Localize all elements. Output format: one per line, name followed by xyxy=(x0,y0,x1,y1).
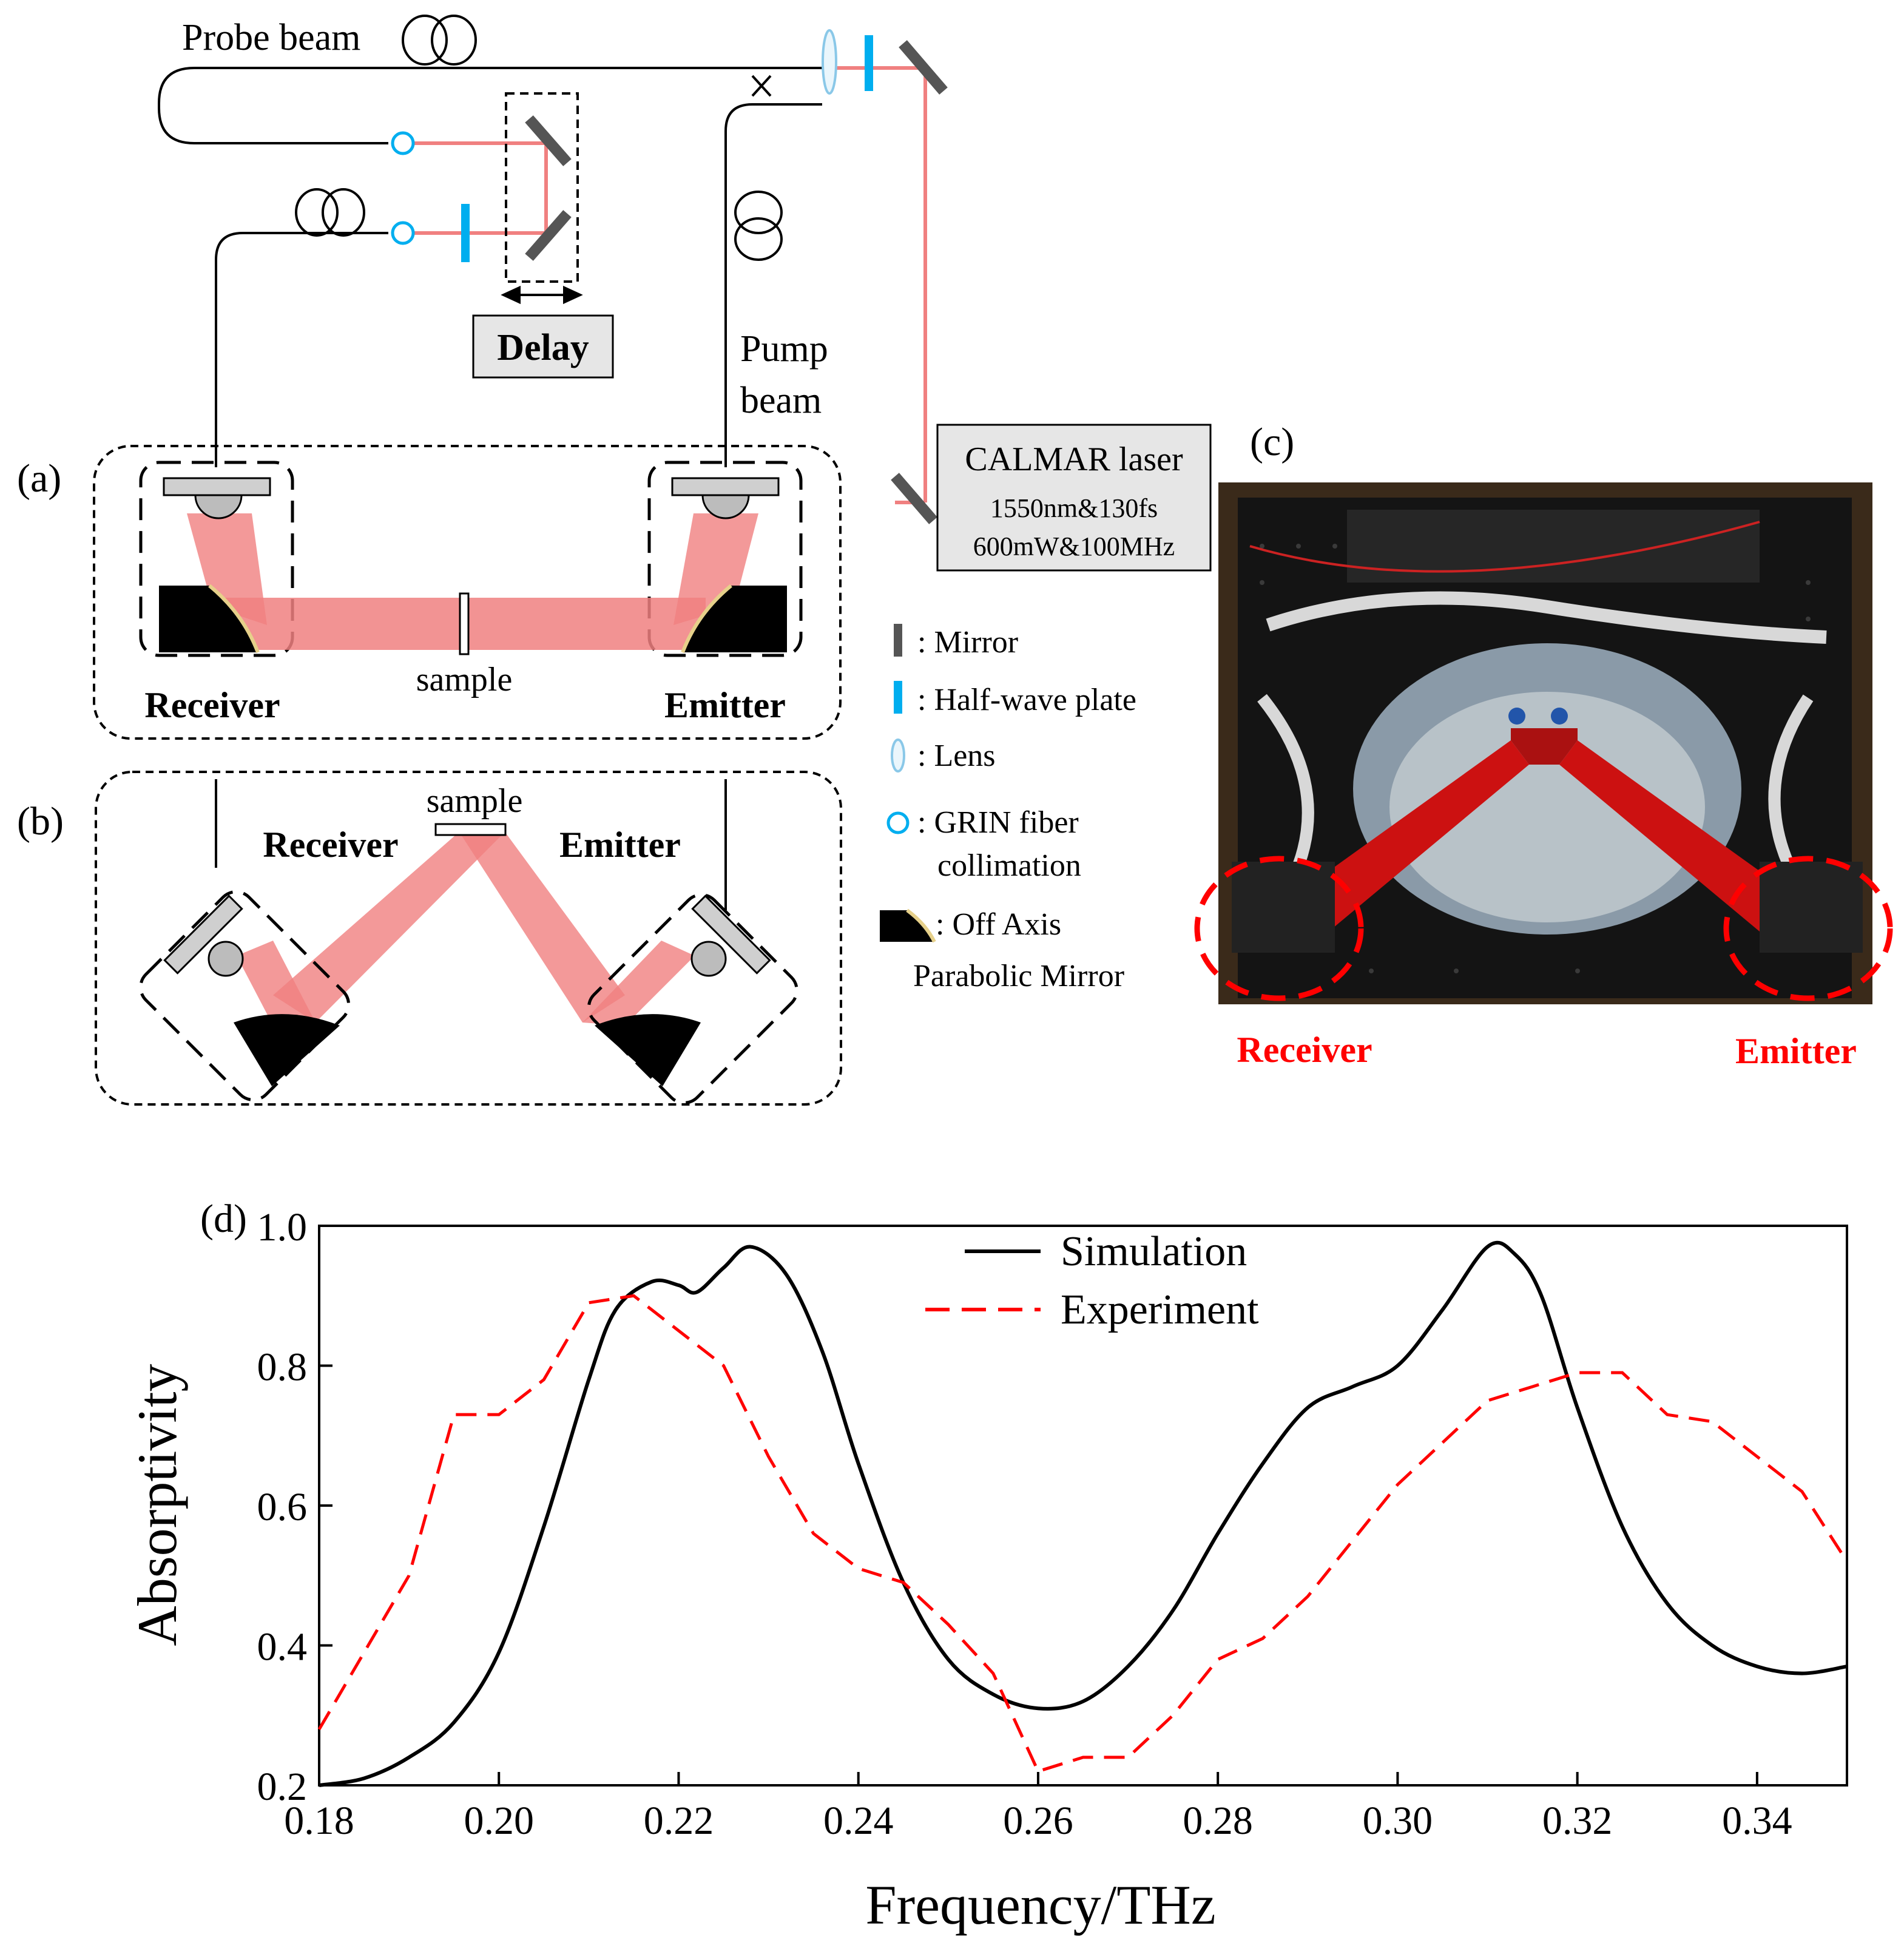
x-tick-label: 0.22 xyxy=(644,1799,714,1843)
lens-icon xyxy=(822,29,837,95)
optical-setup: Delay CALMAR laser 1550nm&130fs 600mW&10… xyxy=(158,15,1212,572)
receiver-parabolic-mirror-icon xyxy=(159,586,258,652)
receiver-fiber xyxy=(215,232,388,467)
emitter-antenna-icon xyxy=(671,477,780,519)
emitter-highlight xyxy=(1723,856,1893,1001)
receiver-fiber-coil-icon xyxy=(295,188,365,237)
transmission-setup: (a) sample Receiver Emitter xyxy=(17,445,842,740)
delay-box xyxy=(472,314,614,379)
emitter-label: Emitter xyxy=(559,825,681,865)
series-experiment-line xyxy=(317,1294,1849,1773)
probe-beam-label: Probe beam xyxy=(182,17,360,58)
delay-label: Delay xyxy=(497,327,589,368)
x-tick-label: 0.32 xyxy=(1542,1799,1613,1843)
x-tick-label: 0.26 xyxy=(1003,1799,1073,1843)
probe-fiber xyxy=(158,67,822,144)
legend-experiment-label: Experiment xyxy=(1061,1286,1259,1333)
y-tick-label: 0.8 xyxy=(257,1345,308,1390)
grin-collimator-icon xyxy=(391,131,415,155)
sample-icon xyxy=(459,592,470,655)
mirror-icon xyxy=(891,473,937,524)
y-axis-label: Absorptivity xyxy=(126,1364,188,1646)
receiver-antenna-icon xyxy=(163,477,271,519)
parabolic-mirror-icon xyxy=(880,910,934,942)
grin-collimator-icon xyxy=(886,811,910,834)
legend-grin-1: : GRIN fiber xyxy=(917,805,1079,840)
x-tick-label: 0.28 xyxy=(1183,1799,1253,1843)
fiber-coupler-icon xyxy=(751,75,772,97)
receiver-label: Receiver xyxy=(144,685,280,725)
absorptivity-chart: (d) 0.2 0.4 0.6 0.8 1.0 0.18 0.20 0.22 0.24 0.26… xyxy=(126,1197,1849,1936)
x-tick-label: 0.20 xyxy=(464,1799,534,1843)
y-tick-label: 0.4 xyxy=(257,1625,308,1669)
receiver-highlight xyxy=(1194,856,1364,1001)
sample-label: sample xyxy=(416,661,513,698)
probe-fiber-coil-icon xyxy=(402,15,477,66)
grin-collimator-icon xyxy=(391,221,415,245)
pump-fiber xyxy=(724,103,822,467)
legend-half-wave-plate: : Half-wave plate xyxy=(917,683,1136,717)
receiver-label: Receiver xyxy=(263,825,398,865)
photo-emitter-label: Emitter xyxy=(1735,1031,1857,1071)
mirror-icon xyxy=(525,115,572,166)
receiver-parabolic-mirror-icon xyxy=(234,1014,340,1086)
laser-spec-1: 1550nm&130fs xyxy=(990,493,1158,523)
mirror-icon xyxy=(525,210,572,261)
delay-stage-outline xyxy=(505,92,579,283)
legend-simulation-label: Simulation xyxy=(1061,1228,1247,1275)
legend-lens: : Lens xyxy=(917,739,996,773)
emitter-label: Emitter xyxy=(664,685,786,725)
laser-name: CALMAR laser xyxy=(965,441,1183,478)
x-tick-label: 0.18 xyxy=(284,1799,354,1843)
receiver-module xyxy=(139,890,351,1101)
pump-beam-label-2: beam xyxy=(740,380,822,421)
half-wave-plate-icon xyxy=(865,35,873,91)
experimental-photo: (c) Receiver Emitter xyxy=(1194,420,1893,1071)
component-legend: : Mirror : Half-wave plate : Lens : GRIN… xyxy=(880,624,1136,993)
laser-box xyxy=(936,424,1212,572)
legend-mirror: : Mirror xyxy=(917,625,1018,660)
mirror-icon xyxy=(899,40,948,95)
y-tick-label: 1.0 xyxy=(257,1205,308,1249)
emitter-parabolic-mirror-icon xyxy=(683,586,787,652)
sample-label: sample xyxy=(427,782,523,820)
emitter-parabolic-mirror-icon xyxy=(595,1014,701,1086)
x-tick-label: 0.34 xyxy=(1722,1799,1792,1843)
chart-legend: Simulation Experiment xyxy=(925,1228,1259,1333)
panel-label-b: (b) xyxy=(17,799,64,843)
delay-arrow-icon xyxy=(501,285,583,305)
mirror-icon xyxy=(894,624,902,657)
laser-beams xyxy=(403,66,927,504)
x-tick-label: 0.24 xyxy=(823,1799,894,1843)
x-tick-label: 0.30 xyxy=(1363,1799,1433,1843)
half-wave-plate-icon xyxy=(461,204,470,262)
y-tick-label: 0.2 xyxy=(257,1765,308,1809)
series-simulation-line xyxy=(319,1240,1848,1787)
lens-icon xyxy=(891,739,905,772)
x-axis-label: Frequency/THz xyxy=(865,1874,1215,1936)
panel-label-c: (c) xyxy=(1250,420,1294,464)
panel-label-a: (a) xyxy=(17,456,61,501)
photo-receiver-label: Receiver xyxy=(1237,1030,1372,1070)
sample-icon xyxy=(434,823,507,836)
y-tick-label: 0.6 xyxy=(257,1485,308,1529)
pump-beam-label-1: Pump xyxy=(740,328,828,370)
legend-grin-2: collimation xyxy=(937,848,1081,883)
legend-oapm-1: : Off Axis xyxy=(936,907,1061,942)
panel-label-d: (d) xyxy=(200,1197,247,1241)
pump-fiber-coil-icon xyxy=(734,191,783,261)
half-wave-plate-icon xyxy=(894,681,902,714)
emitter-module xyxy=(587,893,798,1104)
laser-spec-2: 600mW&100MHz xyxy=(973,532,1175,561)
reflection-setup: (b) sample Receiver Emitter xyxy=(17,771,842,1106)
legend-oapm-2: Parabolic Mirror xyxy=(913,959,1124,993)
